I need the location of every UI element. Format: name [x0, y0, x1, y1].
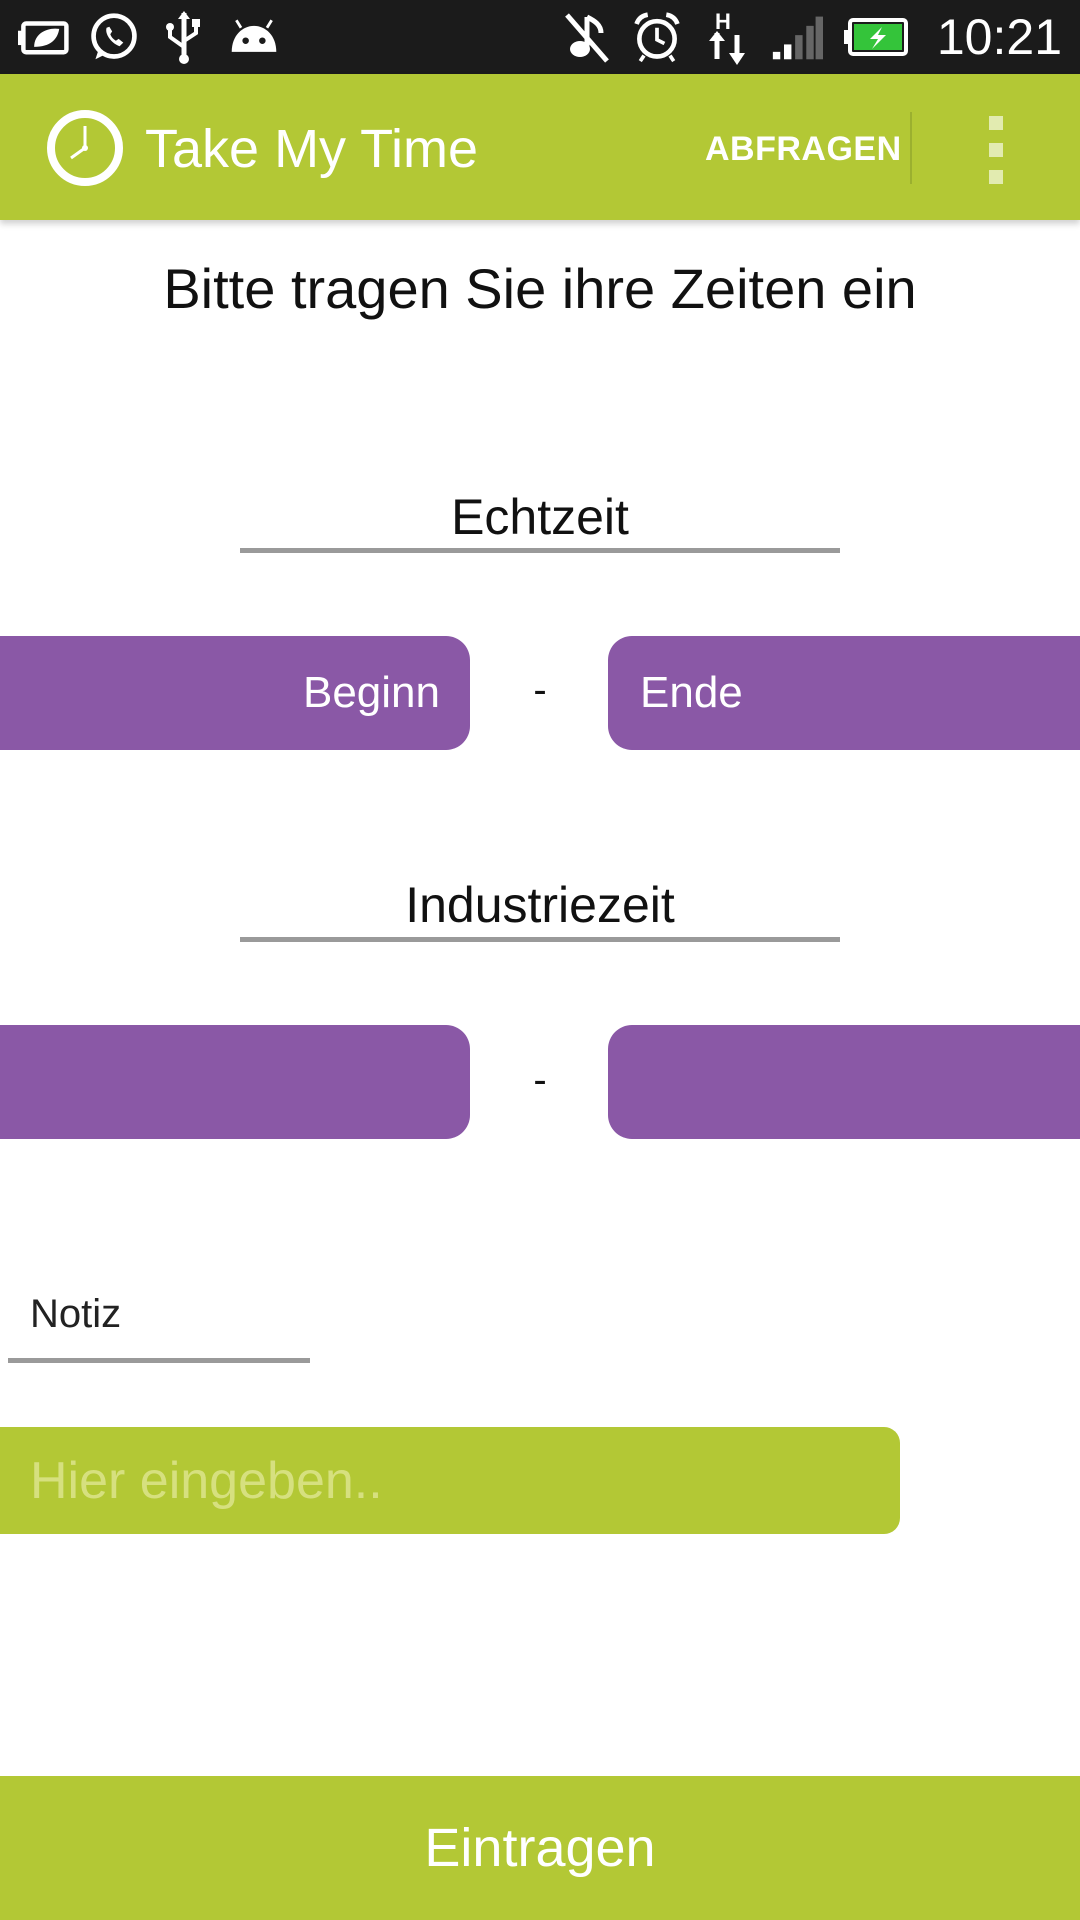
android-icon [228, 11, 280, 63]
industry-time-underline [240, 937, 840, 942]
mute-icon [561, 11, 613, 63]
real-time-end-button[interactable]: Ende [608, 636, 1080, 750]
abfragen-button[interactable]: ABFRAGEN [705, 130, 902, 168]
status-right-icons: H 10:21 [561, 0, 1062, 74]
overflow-dot [989, 170, 1003, 184]
app-title: Take My Time [145, 119, 479, 179]
note-input[interactable] [0, 1427, 900, 1534]
real-time-start-button[interactable]: Beginn [0, 636, 470, 750]
battery-charging-icon [841, 11, 911, 63]
signal-icon [771, 11, 823, 63]
note-underline [8, 1358, 310, 1363]
data-transfer-icon: H [701, 9, 753, 65]
real-time-label: Echtzeit [451, 489, 629, 545]
usb-icon [158, 11, 210, 64]
whatsapp-icon [88, 11, 140, 63]
app-bar: Take My Time ABFRAGEN [0, 74, 1080, 220]
note-label: Notiz [30, 1292, 122, 1336]
overflow-dot [989, 116, 1003, 130]
battery-saver-icon [18, 11, 70, 63]
overflow-menu-icon[interactable] [980, 116, 1012, 184]
real-time-start-label: Beginn [302, 668, 440, 717]
action-divider [910, 112, 912, 184]
submit-button[interactable]: Eintragen [0, 1776, 1080, 1920]
real-time-separator: - [533, 668, 547, 712]
status-time: 10:21 [936, 9, 1062, 65]
real-time-underline [240, 548, 840, 553]
industry-time-start-button[interactable] [0, 1025, 470, 1139]
real-time-end-label: Ende [640, 668, 743, 717]
status-left-icons [18, 0, 280, 74]
alarm-icon [631, 11, 683, 63]
network-type-text: H [715, 9, 731, 34]
overflow-dot [989, 143, 1003, 157]
page-headline: Bitte tragen Sie ihre Zeiten ein [163, 257, 917, 320]
status-bar: H 10:21 [0, 0, 1080, 74]
industry-time-separator: - [533, 1058, 547, 1102]
industry-time-end-button[interactable] [608, 1025, 1080, 1139]
industry-time-label: Industriezeit [405, 877, 675, 933]
clock-icon [45, 108, 125, 188]
